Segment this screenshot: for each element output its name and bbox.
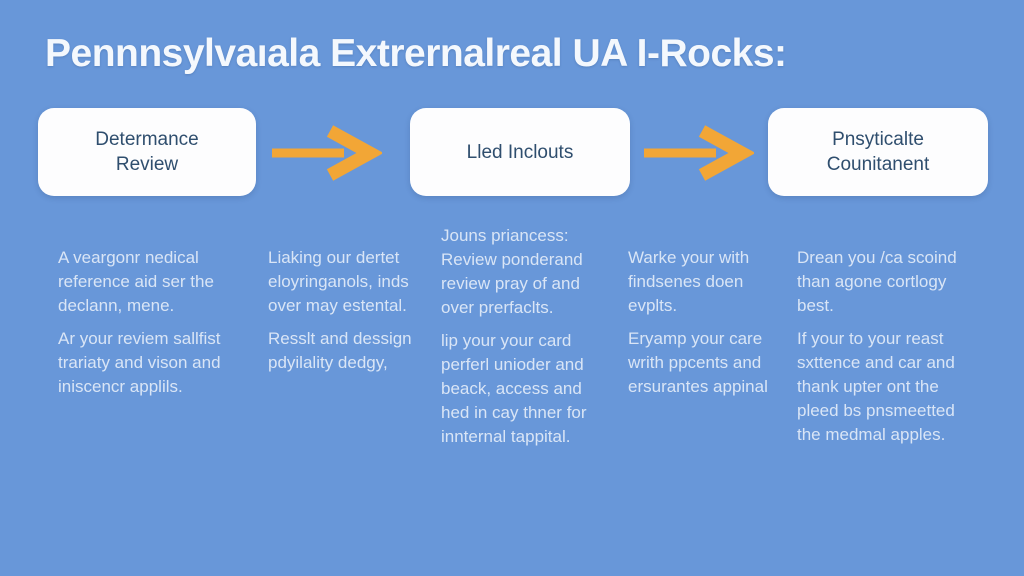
paragraph: Jouns priancess: Review ponderand review… (441, 226, 583, 317)
flow-step-lled-inclouts: Lled Inclouts (410, 108, 630, 196)
paragraph: Eryamp your care writh ppcents and ersur… (628, 329, 768, 396)
flow-step-label: Determance Review (95, 129, 199, 175)
flow-step-label: Lled Inclouts (466, 141, 574, 163)
text-column-5: Drean you /ca scoind than agone cortlogy… (797, 246, 997, 456)
flow-step-label: Pnsyticalte Counitanent (826, 129, 930, 175)
paragraph: Ar your reviem sallfist trariaty and vis… (58, 329, 221, 396)
paragraph: Liaking our dertet eloyringanols, inds o… (268, 248, 409, 315)
paragraph: Resslt and dessign pdyilality dedgy, (268, 329, 412, 372)
text-column-3: Jouns priancess: Review ponderand review… (441, 224, 641, 458)
flow-step-pnsyticalte-counitanent: Pnsyticalte Counitanent (768, 108, 988, 196)
paragraph: lip your your card perferl unioder and b… (441, 331, 587, 446)
arrow-right-icon (272, 125, 382, 181)
paragraph: A veargonr nedical reference aid ser the… (58, 248, 214, 315)
flow-step-determance-review: Determance Review (38, 108, 256, 196)
paragraph: If your to your reast sxttence and car a… (797, 329, 955, 444)
text-column-1: A veargonr nedical reference aid ser the… (58, 246, 258, 408)
paragraph: Drean you /ca scoind than agone cortlogy… (797, 248, 957, 315)
arrow-right-icon (644, 125, 754, 181)
paragraph: Warke your with findsenes doen evplts. (628, 248, 750, 315)
page-title: Pennnsylvaıala Extrernalreal UA I-Rocks: (45, 32, 787, 75)
text-column-4: Warke your with findsenes doen evplts. E… (628, 246, 828, 408)
text-column-2: Liaking our dertet eloyringanols, inds o… (268, 246, 468, 384)
